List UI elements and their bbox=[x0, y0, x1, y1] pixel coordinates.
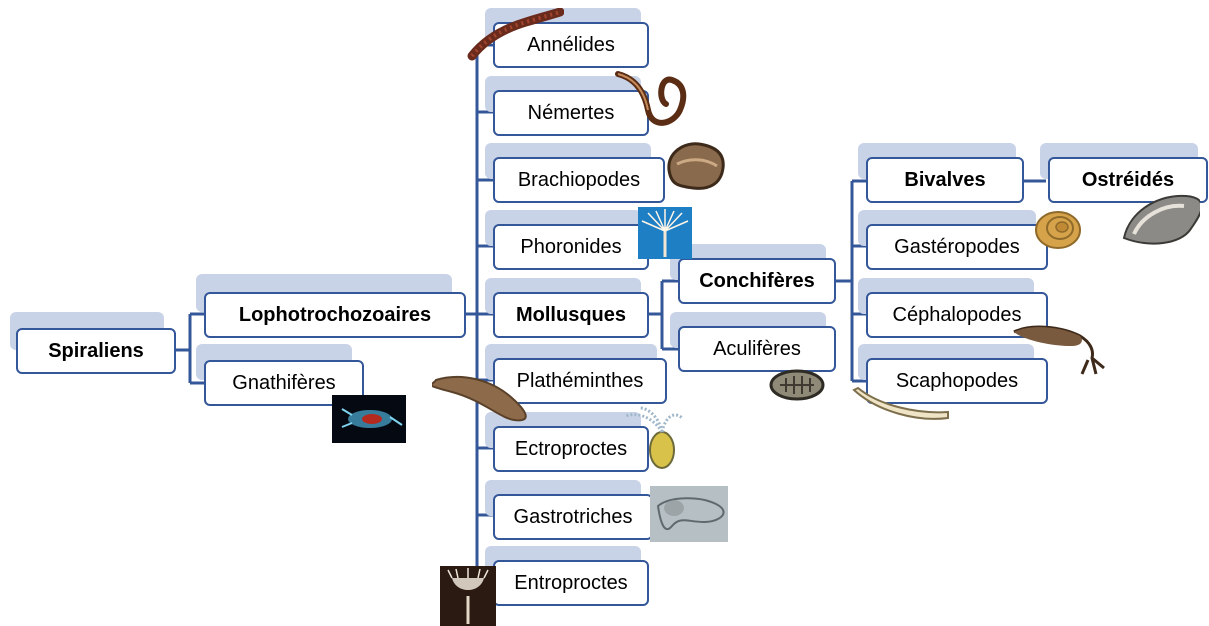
chiton-photo bbox=[769, 369, 825, 401]
flatworm-photo bbox=[432, 375, 527, 422]
phoronid-photo bbox=[638, 207, 692, 259]
annelid-worm-photo bbox=[467, 8, 564, 61]
rotifer-photo bbox=[332, 395, 406, 443]
brachiopod-shell-photo bbox=[667, 142, 725, 190]
oyster-photo bbox=[1122, 194, 1200, 245]
gastrotrich-photo bbox=[650, 486, 728, 542]
entoproct-photo bbox=[440, 566, 496, 626]
bryozoan-photo bbox=[625, 406, 684, 469]
snail-shell-photo bbox=[1035, 211, 1081, 249]
cuttlefish-photo bbox=[1013, 325, 1105, 375]
nemertean-worm-photo bbox=[615, 71, 687, 126]
tusk-shell-photo bbox=[852, 386, 949, 420]
